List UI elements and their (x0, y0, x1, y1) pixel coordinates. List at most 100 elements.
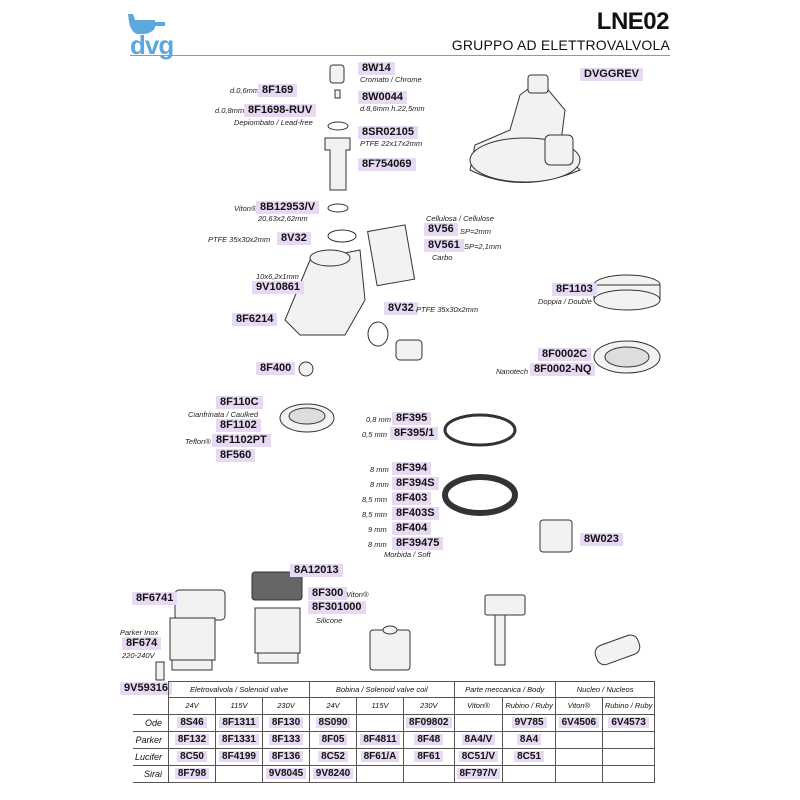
group-body-drawing (284, 249, 366, 336)
code-8v561: 8V561 (424, 239, 464, 252)
table-cell: 8S090 (309, 713, 358, 732)
part-code: 8F132 (174, 734, 210, 745)
table-cell (403, 764, 455, 783)
code-8f6741: 8F6741 (132, 592, 178, 605)
note-8w14: Cromato / Chrome (360, 75, 422, 84)
table-group-header: Eletrovalvola / Solenoid valve (168, 681, 311, 698)
note-8f394: 8 mm (370, 465, 389, 474)
table-subheader: Rubino / Ruby (601, 697, 656, 715)
table-subheader: Viton® (453, 697, 504, 715)
note-8f404: 9 mm (368, 525, 387, 534)
table-cell (554, 764, 603, 783)
gasket-8v56-drawing (367, 224, 416, 287)
code-8f110c: 8F110C (216, 396, 263, 409)
table-cell (453, 713, 504, 732)
code-8w14: 8W14 (358, 62, 395, 75)
code-8f0002nq: 8F0002-NQ (530, 363, 596, 376)
table-cell: 8C50 (168, 747, 217, 766)
note-8w0044: d.8,6mm h.22,5mm (360, 104, 425, 113)
table-row-header: Ode (133, 713, 170, 732)
code-8b12953: 8B12953/V (256, 201, 320, 214)
code-8f403: 8F403 (392, 492, 432, 505)
note-8f1698-b: Depiombato / Lead-free (234, 118, 313, 127)
part-code: 8F05 (318, 734, 348, 745)
code-8f300: 8F300 (308, 587, 348, 600)
note-8sr02105: PTFE 22x17x2mm (360, 139, 423, 148)
code-8v56: 8V56 (424, 223, 458, 236)
part-code: 8S46 (177, 717, 207, 728)
code-8f1103: 8F1103 (552, 283, 597, 296)
connector-8w023-drawing (539, 519, 573, 553)
washer-8v32b-drawing (367, 321, 389, 347)
code-8f0002c: 8F0002C (538, 348, 592, 361)
note-8f1102pt: Teflon® (185, 437, 211, 446)
table-cell: 8F4199 (215, 747, 264, 766)
code-8f394: 8F394 (392, 462, 432, 475)
part-code: 8C51 (514, 751, 545, 762)
code-8f169: 8F169 (258, 84, 298, 97)
screw-9v59316-drawing (155, 661, 165, 681)
note-8f1103: Doppia / Double (538, 297, 592, 306)
table-subheader: Rubino / Ruby (502, 697, 556, 715)
code-8f403s: 8F403S (392, 507, 439, 520)
table-cell: 8F132 (168, 730, 217, 749)
part-code: 9V8045 (265, 768, 307, 779)
table-subheader: 230V (403, 697, 455, 715)
screw-8w14-drawing (329, 64, 345, 84)
code-8f1102: 8F1102 (216, 419, 261, 432)
code-8f6214: 8F6214 (232, 313, 278, 326)
note-8b12953-b: 20,63x2,62mm (258, 214, 308, 223)
part-code: 8C51/V (458, 751, 499, 762)
table-cell: 8C51/V (453, 747, 504, 766)
table-cell (215, 764, 264, 783)
note-8f300: Viton® (346, 590, 369, 599)
note-8f39475: 8 mm (368, 540, 387, 549)
table-cell: 8A4 (502, 730, 556, 749)
table-cell (502, 764, 556, 783)
note-8v32-a: PTFE 35x30x2mm (208, 235, 271, 244)
note-8f301000: Silicone (316, 616, 343, 625)
code-8f674: 8F674 (122, 637, 162, 650)
table-cell: 8F1331 (215, 730, 264, 749)
note-8v32-b: PTFE 35x30x2mm (416, 305, 479, 314)
note-8f395: 0,8 mm (366, 415, 392, 424)
gasket-8f394-drawing (442, 474, 518, 516)
coffee-cup-logo-icon (128, 14, 165, 34)
table-group-header: Bobina / Solenoid valve coil (309, 681, 455, 698)
code-8f1102pt: 8F1102PT (212, 434, 271, 447)
table-cell: 9V8045 (262, 764, 311, 783)
gasket-8f6741-drawing (174, 589, 226, 621)
note-8f1698-a: d.0,8mm (215, 106, 245, 115)
table-group-header: Nucleo / Nucleos (554, 681, 656, 698)
code-8v32-b: 8V32 (384, 302, 418, 315)
valve-8f754-drawing (324, 137, 351, 191)
table-group-header-row: Eletrovalvola / Solenoid valve Bobina / … (133, 681, 656, 698)
code-8f301000: 8F301000 (308, 601, 366, 614)
part-code: 8C50 (177, 751, 207, 762)
table-cell: 6V4506 (554, 713, 603, 732)
table-cell (356, 713, 405, 732)
code-8f400: 8F400 (256, 362, 296, 375)
table-cell: 8F48 (403, 730, 455, 749)
note-8f3951: 0,5 mm (362, 430, 388, 439)
table-cell: 8F61/A (356, 747, 405, 766)
note-8v56-a: Cellulosa / Cellulose (426, 214, 494, 223)
code-8f1698: 8F1698-RUV (244, 104, 317, 117)
page-subtitle: GRUPPO AD ELETTROVALVOLA (451, 37, 670, 53)
part-code: 8S090 (315, 717, 351, 728)
note-8b12953-a: Viton® (234, 204, 257, 213)
part-code: 8F797/V (456, 768, 501, 779)
solenoid-valve-2-drawing (254, 607, 301, 654)
code-8a12013: 8A12013 (290, 564, 343, 577)
code-8sr02105: 8SR02105 (358, 126, 418, 139)
note-8f403: 8,5 mm (362, 495, 388, 504)
table-cell: 8F133 (262, 730, 311, 749)
code-9v59316: 9V59316 (120, 682, 173, 695)
table-subheader: 115V (356, 697, 405, 715)
table-cell: 8F4811 (356, 730, 405, 749)
table-subheader: 24V (309, 697, 358, 715)
part-code: 9V785 (511, 717, 547, 728)
